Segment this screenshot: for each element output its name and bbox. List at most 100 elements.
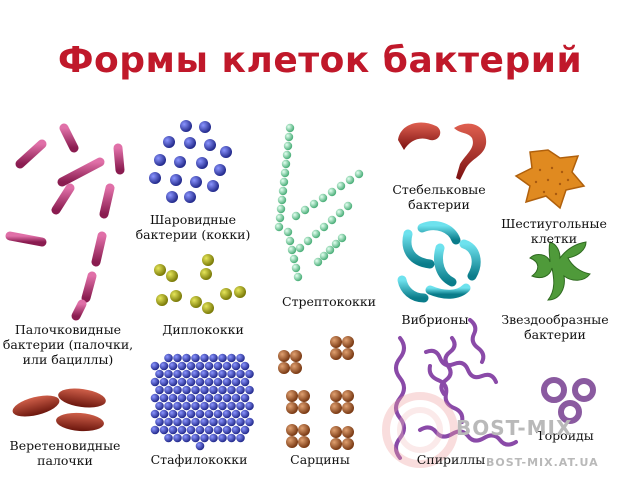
cell-dot [177,361,187,371]
sarcina-group [278,336,354,450]
cell-dot [278,186,288,196]
cell-dot [182,353,191,363]
cell-dot [191,417,200,427]
cell-dot [227,417,236,427]
staphylococci-group [150,353,254,451]
cell-dot [330,348,342,360]
cell-dot [218,385,227,395]
cell-dot [159,361,169,371]
cell-dot [191,401,200,411]
cell-dot [286,390,298,402]
cell-dot [245,385,254,395]
page-title: Формы клеток бактерий [57,40,583,81]
cell-dot [191,385,200,395]
cell-dot [298,424,310,436]
cell-dot [150,409,160,419]
cell-dot [345,175,355,185]
cell-dot [227,369,236,379]
cell-dot [291,263,301,273]
cell-dot [164,385,173,395]
cell-dot [330,438,342,450]
cell-dot [282,150,292,160]
cell-dot [283,141,293,151]
cell-dot [177,393,187,403]
cell-dot [280,168,290,178]
cell-dot [173,353,182,363]
label-spindle-rods: Веретеновидные палочки [9,438,121,468]
cell-dot [236,433,245,443]
cell-dot [155,369,164,379]
cell-dot [285,123,295,133]
cell-dot [186,409,196,419]
stalked-bacteria-group [398,122,487,180]
cell-dot [330,402,342,414]
cell-dot [276,204,286,214]
cell-dot [209,385,218,395]
cell-dot [319,222,329,232]
cell-dot [168,361,178,371]
cell-dot [213,393,223,403]
cell-dot [177,377,187,387]
cell-dot [319,251,329,261]
cell-dot [164,401,173,411]
cell-dot [186,377,196,387]
cell-dot [213,425,223,435]
cell-dot [342,390,354,402]
cell-dot [298,436,310,448]
cell-dot [182,369,191,379]
cell-dot [337,233,347,243]
cell-dot [245,401,254,411]
cell-dot [218,369,227,379]
cell-dot [330,390,342,402]
cell-dot [213,361,223,371]
watermark-logo: BOST-MIX [456,416,573,440]
cell-dot [275,213,285,223]
label-staphylococci: Стафилококки [150,452,248,467]
cell-dot [342,426,354,438]
cell-dot [168,393,178,403]
cell-dot [236,385,245,395]
cell-dot [204,425,214,435]
cell-dot [222,377,232,387]
cell-dot [191,369,200,379]
cell-dot [274,222,284,232]
cell-dot [159,425,169,435]
cell-dot [173,417,182,427]
label-vibrios: Вибрионы [401,312,469,327]
cell-dot [195,441,205,451]
cell-dot [195,393,205,403]
cell-dot [286,436,298,448]
label-spirilla: Спириллы [416,452,486,467]
cell-dot [200,353,209,363]
spirilla-group [394,318,518,460]
cell-dot [168,425,178,435]
cell-dot [318,193,328,203]
label-stalked-bacteria: Стебельковые бактерии [392,182,486,212]
cell-dot [240,361,250,371]
cell-dot [168,377,178,387]
label-spherical-bacteria: Шаровидные бактерии (кокки) [135,212,251,242]
cell-dot [311,229,321,239]
cell-dot [278,362,290,374]
cell-dot [173,433,182,443]
cell-dot [204,361,214,371]
cell-dot [186,361,196,371]
label-hexagonal-cells: Шестиугольные клетки [501,216,607,246]
cell-dot [245,417,254,427]
label-streptococci: Стрептококки [282,294,376,309]
cell-dot [222,393,232,403]
label-star-bacteria: Звездообразные бактерии [501,312,609,342]
cell-dot [186,393,196,403]
cell-dot [330,426,342,438]
cell-dot [155,385,164,395]
cell-dot [173,401,182,411]
label-toroids: Тороиды [536,428,594,443]
cell-dot [287,245,297,255]
cell-dot [342,438,354,450]
cell-dot [281,159,291,169]
cell-dot [289,254,299,264]
cell-dot [182,433,191,443]
cell-dot [173,385,182,395]
cell-dot [342,402,354,414]
cell-dot [278,350,290,362]
